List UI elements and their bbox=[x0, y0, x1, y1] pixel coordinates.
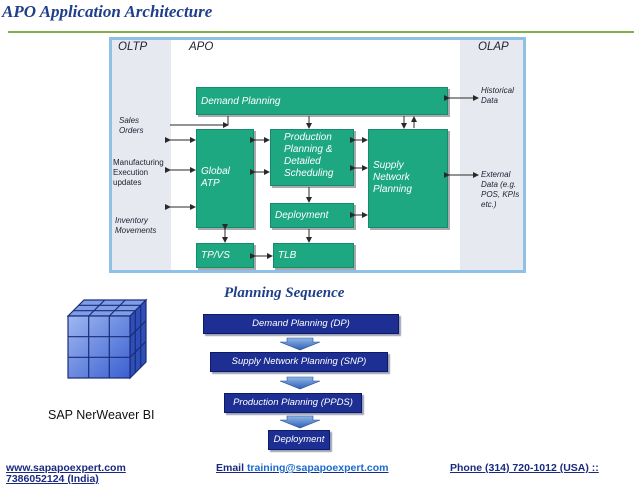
sequence-arrow-2 bbox=[279, 376, 321, 390]
oltp-column bbox=[112, 40, 171, 270]
module-demand-planning: Demand Planning bbox=[196, 87, 448, 115]
footer-email-link[interactable]: training@sapapoexpert.com bbox=[246, 462, 389, 474]
oltp-label: OLTP bbox=[118, 41, 148, 53]
sequence-arrow-3 bbox=[279, 415, 321, 429]
oltp-item-inventory: Inventory Movements bbox=[115, 216, 157, 235]
sequence-title: Planning Sequence bbox=[224, 285, 345, 301]
sequence-step-deployment: Deployment bbox=[268, 430, 330, 450]
oltp-item-manufacturing: Manufacturing Execution updates bbox=[113, 158, 164, 187]
sequence-step-dp: Demand Planning (DP) bbox=[203, 314, 399, 334]
title-divider bbox=[8, 31, 634, 33]
bi-cube-icon bbox=[66, 298, 148, 380]
footer-phone-continued: 7386052124 (India) bbox=[6, 473, 99, 485]
olap-label: OLAP bbox=[478, 41, 509, 53]
module-tlb: TLB bbox=[273, 243, 354, 268]
oltp-item-sales-orders: Sales Orders bbox=[119, 116, 144, 135]
module-pp-ds: Production Planning & Detailed Schedulin… bbox=[270, 129, 354, 186]
footer-email-label: Email bbox=[216, 462, 245, 474]
apo-label: APO bbox=[189, 41, 214, 53]
module-deployment: Deployment bbox=[270, 203, 354, 228]
sequence-arrow-1 bbox=[279, 337, 321, 351]
footer-phone: Phone (314) 720-1012 (USA) :: bbox=[450, 462, 599, 474]
module-snp: Supply Network Planning bbox=[368, 129, 448, 228]
olap-column bbox=[460, 40, 523, 270]
page-title: APO Application Architecture bbox=[2, 2, 213, 21]
olap-item-external: External Data (e.g. POS, KPIs etc.) bbox=[481, 170, 520, 209]
footer-website-link[interactable]: www.sapapoexpert.com bbox=[6, 462, 126, 474]
bi-label: SAP NerWeaver BI bbox=[48, 408, 155, 422]
footer-email: Email training@sapapoexpert.com bbox=[216, 462, 388, 474]
olap-item-historical: Historical Data bbox=[481, 86, 514, 105]
sequence-step-ppds: Production Planning (PPDS) bbox=[224, 393, 362, 413]
sequence-step-snp: Supply Network Planning (SNP) bbox=[210, 352, 388, 372]
